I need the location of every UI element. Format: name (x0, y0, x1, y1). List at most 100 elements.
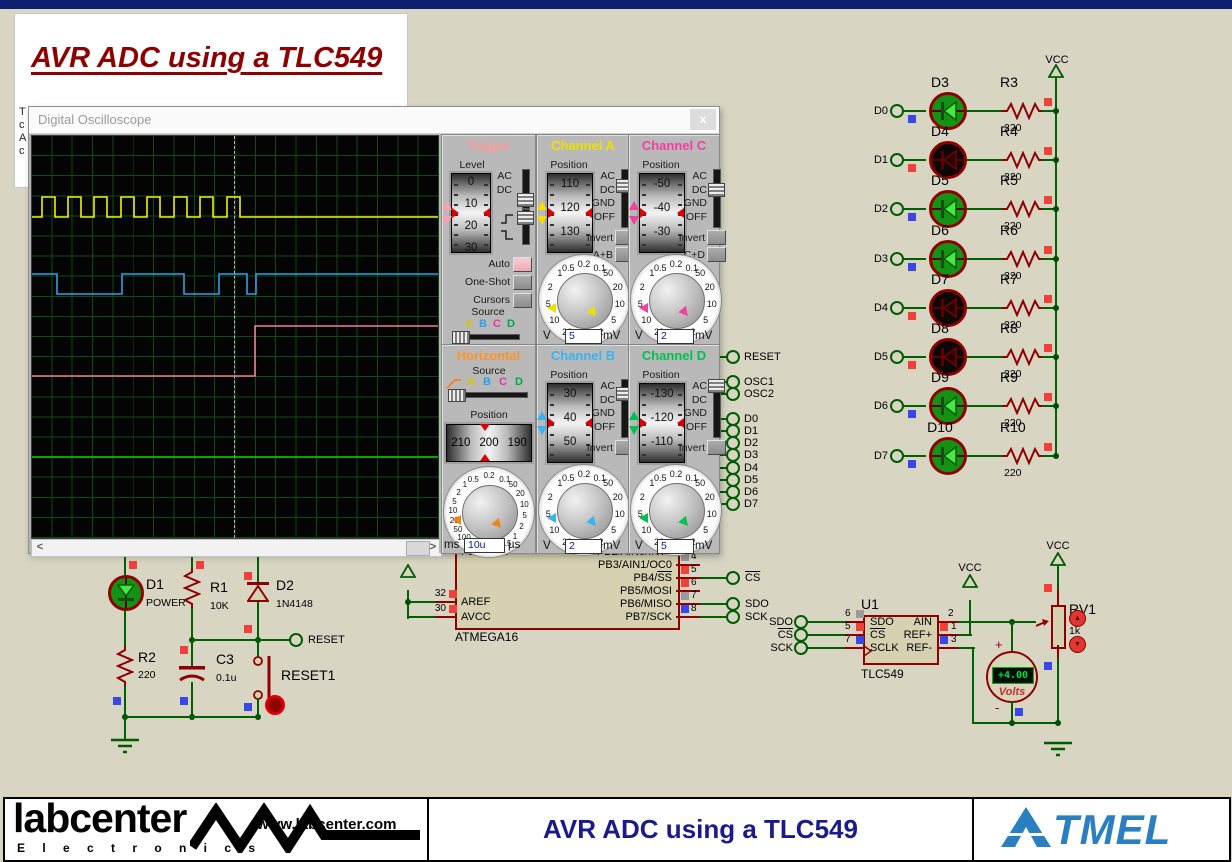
terminal-icon (890, 301, 904, 315)
resistor-value-label: 220 (1004, 220, 1022, 232)
scrollbar-thumb[interactable] (406, 541, 430, 556)
logic-state-high-indicator (244, 572, 252, 580)
sum-button[interactable] (707, 247, 726, 262)
value-field[interactable]: 5 (657, 539, 694, 554)
millivolt-unit: mV (695, 330, 713, 342)
dial-scale-value: 1 (649, 478, 655, 489)
drum-value: 130 (560, 226, 580, 238)
trigger-coupling-slider-handle[interactable] (517, 193, 534, 207)
adc-pin-label-ain: AIN (913, 616, 932, 628)
position-arrows-icon (442, 201, 452, 225)
pot-increase-button[interactable]: ▲ (1069, 610, 1086, 627)
wire (1042, 455, 1056, 457)
terminal-icon (726, 597, 740, 611)
knob[interactable] (649, 273, 705, 329)
capacitor-c3-icon (179, 666, 205, 682)
arrow (629, 426, 639, 435)
button-one-shot[interactable] (513, 275, 532, 290)
reset-button-actuator[interactable] (265, 695, 285, 715)
pin-terminal-label-d4: D4 (873, 302, 888, 314)
trigger-edge-slider-handle[interactable] (517, 211, 534, 225)
drum-marker-top (480, 424, 490, 431)
adc-pin-number: 3 (951, 634, 957, 645)
dial-scale-value: 5 (452, 496, 457, 506)
resistor-ref-label: R8 (1000, 320, 1018, 336)
logic-state-low-indicator (908, 115, 916, 123)
resistor-r7-icon (1002, 298, 1042, 318)
channel-d-coupling-slider-handle[interactable] (708, 379, 725, 393)
led-ref-label: D4 (931, 123, 949, 139)
wire (124, 686, 126, 719)
scrollbar-right-arrow[interactable]: > (429, 541, 437, 553)
source-channel-D: D (507, 318, 515, 330)
mcu-pin-label-pb7: PB7/SCK (625, 611, 672, 623)
dial-scale-value: 2 (639, 282, 645, 293)
terminal-label-d7: D7 (744, 498, 759, 510)
horizontal-source-slider-handle[interactable] (448, 389, 466, 402)
mcu-body (455, 545, 680, 630)
value-field[interactable]: 5 (565, 329, 602, 344)
wire (1057, 658, 1059, 725)
wire (124, 717, 126, 740)
dial-scale-value: 2 (519, 522, 524, 532)
channel-c-coupling-slider-handle[interactable] (708, 183, 725, 197)
knob[interactable] (557, 273, 613, 329)
scope-screen (31, 135, 440, 539)
drum-value: 110 (560, 178, 580, 190)
value-field[interactable]: 2 (657, 329, 694, 344)
channel-c-position-drum[interactable]: -50-40-30 (637, 171, 687, 255)
knob[interactable] (649, 483, 705, 539)
mcu-name-label: ATMEGA16 (455, 630, 519, 644)
resistor-r8-icon (1002, 347, 1042, 367)
dial-scale-value: 50 (603, 268, 614, 279)
coupling-dc-label: DC (691, 183, 707, 196)
trigger-source-slider-handle[interactable] (452, 331, 470, 344)
dial-scale-value: 5 (611, 315, 617, 326)
dial-scale-value: 2 (547, 282, 553, 293)
invert-button[interactable] (707, 440, 726, 455)
pin-stub (676, 564, 700, 566)
value-field[interactable]: 2 (565, 539, 602, 554)
pot-decrease-button[interactable]: ▼ (1069, 636, 1086, 653)
scrollbar-left-arrow[interactable]: < (36, 541, 44, 553)
value-field[interactable]: 10u (464, 538, 505, 553)
knob[interactable] (557, 483, 613, 539)
led-d9-lit (929, 387, 967, 425)
channel-d-position-drum[interactable]: -130-120-110 (637, 381, 687, 465)
resistor-r10-icon (1002, 446, 1042, 466)
drum-marker-left (452, 208, 459, 218)
drum-value: 50 (563, 436, 577, 448)
millivolt-unit: mV (695, 540, 713, 552)
knob[interactable] (462, 485, 518, 541)
knob-pointer-icon (586, 305, 600, 320)
wire (969, 600, 971, 635)
resistor-ref-label: R4 (1000, 123, 1018, 139)
close-icon[interactable]: x (690, 109, 716, 130)
wire (1042, 258, 1056, 260)
pot-value-label: 1k (1069, 625, 1081, 637)
oscilloscope-titlebar[interactable]: Digital Oscilloscope x (29, 107, 719, 134)
terminal-label-osc1: OSC1 (744, 376, 774, 388)
mcu-pin-label-pb6: PB6/MISO (620, 598, 672, 610)
wire (191, 640, 193, 668)
button-cursors[interactable] (513, 293, 532, 308)
dial-scale-value: 1 (557, 478, 563, 489)
wire (1057, 566, 1059, 590)
terminal-label-reset: RESET (308, 634, 345, 646)
button-auto[interactable] (513, 257, 532, 272)
invert-button[interactable] (707, 230, 726, 245)
terminal-icon (726, 350, 740, 364)
terminal-label-cs: CS (745, 572, 760, 584)
resistor-r1-icon (182, 568, 202, 608)
pin-stub (845, 647, 863, 649)
terminal-icon (890, 104, 904, 118)
volt-unit: V (635, 330, 643, 342)
dial-scale-value: 1 (557, 268, 563, 279)
scope-scrollbar[interactable]: < > (31, 539, 442, 557)
